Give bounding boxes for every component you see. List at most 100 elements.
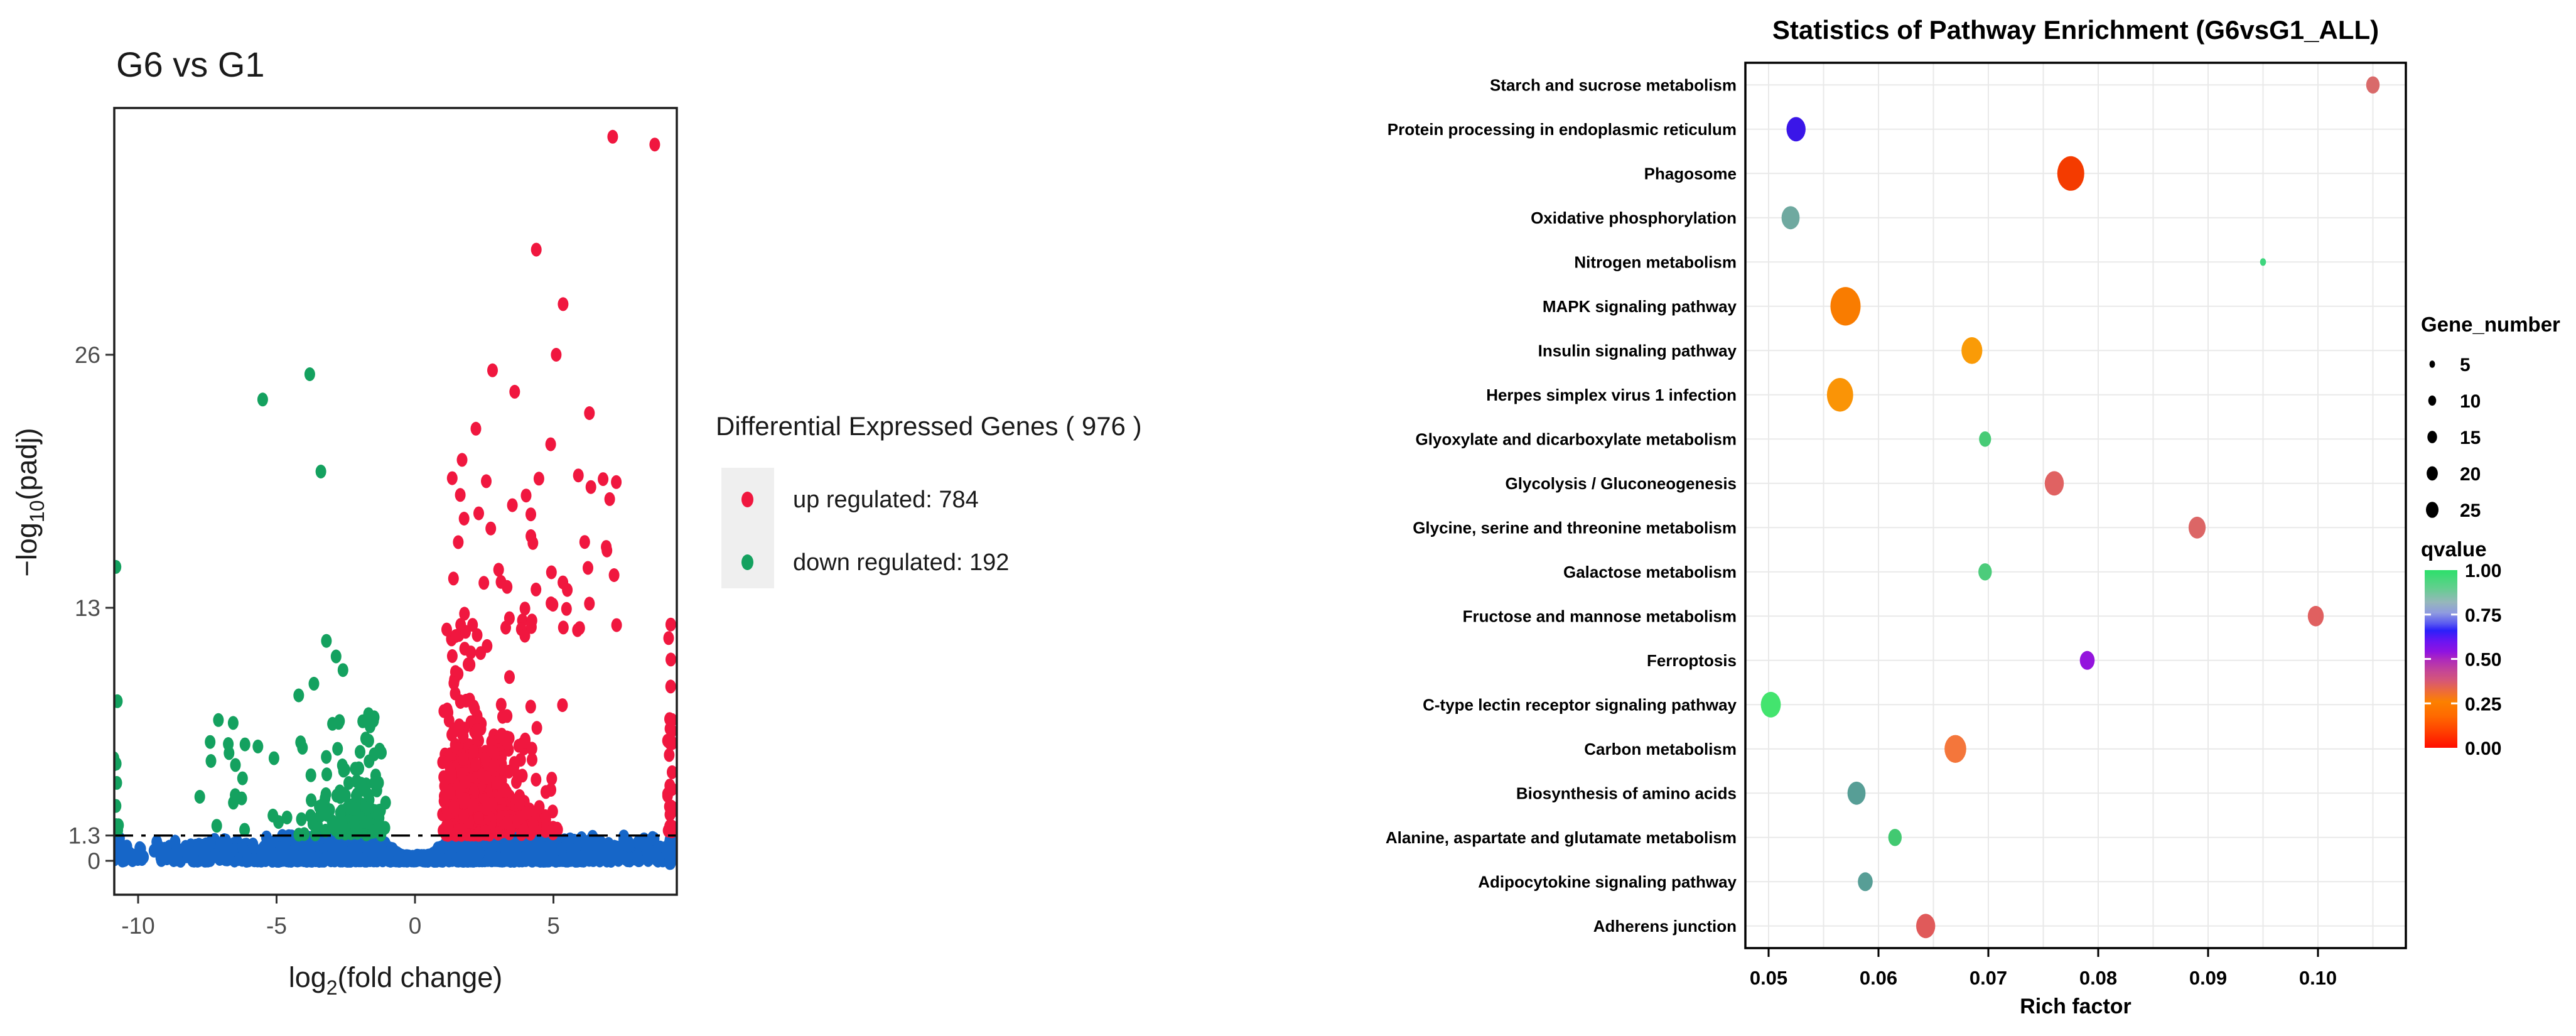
gene-number-legend-dot	[2427, 431, 2437, 443]
bubble-point	[1944, 735, 1966, 764]
scatter-point	[114, 799, 122, 813]
scatter-point	[664, 748, 675, 762]
y-tick-label: 0	[87, 848, 100, 874]
bubble-point	[1979, 431, 1991, 447]
scatter-point	[470, 421, 482, 436]
scatter-point	[551, 348, 562, 362]
volcano-chart: G6 vs G1−log10(padj)log2(fold change)01.…	[11, 45, 678, 999]
scatter-point	[481, 474, 492, 488]
scatter-point	[460, 792, 471, 807]
scatter-point	[453, 839, 465, 853]
scatter-point	[519, 602, 531, 616]
gene-number-legend-dot	[2428, 395, 2437, 406]
pathway-label: Alanine, aspartate and glutamate metabol…	[1386, 828, 1737, 847]
scatter-point	[350, 762, 361, 776]
scatter-point	[335, 806, 346, 820]
pathway-label: Nitrogen metabolism	[1574, 252, 1737, 271]
scatter-point	[607, 129, 618, 144]
scatter-point	[376, 745, 387, 760]
scatter-point	[534, 800, 545, 814]
scatter-point	[531, 772, 542, 787]
y-tick-label: 13	[75, 595, 100, 621]
scatter-point	[584, 596, 595, 611]
scatter-point	[666, 652, 676, 667]
scatter-point	[338, 764, 349, 778]
scatter-point	[311, 838, 322, 852]
scatter-point	[503, 764, 514, 779]
pathway-label: Fructose and mannose metabolism	[1463, 607, 1737, 625]
scatter-point	[274, 853, 285, 867]
scatter-point	[474, 846, 485, 860]
scatter-point	[473, 506, 484, 521]
bubble-point	[2044, 471, 2064, 496]
scatter-point	[664, 779, 676, 793]
scatter-point	[332, 742, 343, 756]
x-tick-label: -5	[266, 913, 287, 939]
scatter-point	[469, 701, 480, 716]
scatter-point	[459, 607, 470, 621]
scatter-point	[667, 765, 677, 779]
scatter-point	[437, 755, 448, 769]
scatter-point	[321, 750, 332, 764]
scatter-point	[517, 769, 528, 783]
scatter-point	[363, 733, 374, 748]
scatter-point	[392, 848, 404, 861]
qvalue-legend-title: qvalue	[2421, 537, 2487, 561]
scatter-point	[306, 793, 317, 807]
bubble-point	[1760, 691, 1781, 718]
scatter-point	[584, 406, 595, 420]
scatter-point	[531, 721, 542, 735]
scatter-point	[666, 713, 677, 727]
scatter-point	[531, 242, 542, 257]
scatter-point	[504, 611, 515, 625]
bubble-point	[1916, 914, 1936, 939]
x-axis-label: Rich factor	[2020, 995, 2131, 1018]
qvalue-tick-label: 0.00	[2465, 738, 2501, 759]
bubble-point	[1781, 206, 1800, 230]
bubble-point	[2188, 516, 2206, 539]
scatter-point	[257, 392, 268, 407]
scatter-point	[573, 468, 584, 483]
scatter-point	[357, 714, 369, 728]
scatter-point	[504, 826, 515, 841]
scatter-point	[546, 783, 556, 797]
scatter-point	[666, 805, 677, 819]
scatter-point	[330, 649, 342, 664]
scatter-point	[455, 695, 466, 709]
scatter-point	[492, 826, 504, 841]
scatter-point	[665, 679, 676, 694]
scatter-point	[161, 842, 172, 856]
scatter-point	[446, 471, 458, 485]
x-tick-label: 0.10	[2299, 967, 2337, 989]
scatter-point	[473, 811, 484, 825]
scatter-point	[326, 852, 338, 866]
scatter-point	[307, 817, 318, 831]
bubble-point	[1978, 563, 1992, 581]
scatter-point	[666, 724, 677, 738]
scatter-point	[598, 472, 609, 487]
scatter-point	[230, 758, 241, 772]
scatter-point	[663, 631, 674, 645]
pathway-label: Phagosome	[1644, 164, 1737, 183]
scatter-point	[546, 596, 557, 610]
scatter-point	[478, 576, 490, 590]
scatter-point	[293, 688, 304, 703]
pathway-label: Oxidative phosphorylation	[1531, 208, 1737, 227]
scatter-point	[239, 737, 251, 752]
scatter-point	[559, 852, 571, 866]
scatter-point	[291, 853, 303, 867]
scatter-point	[531, 582, 542, 596]
scatter-point	[502, 580, 513, 594]
scatter-point	[321, 767, 332, 782]
panel-background	[1745, 63, 2406, 948]
x-tick-label: 5	[547, 913, 560, 939]
scatter-point	[310, 827, 321, 841]
pathway-label: Carbon metabolism	[1584, 740, 1737, 758]
scatter-point	[371, 841, 382, 856]
scatter-point	[171, 851, 183, 865]
scatter-point	[213, 713, 224, 727]
scatter-point	[443, 819, 454, 833]
scatter-point	[451, 852, 463, 866]
bubble-point	[2260, 258, 2266, 266]
scatter-point	[114, 818, 122, 833]
